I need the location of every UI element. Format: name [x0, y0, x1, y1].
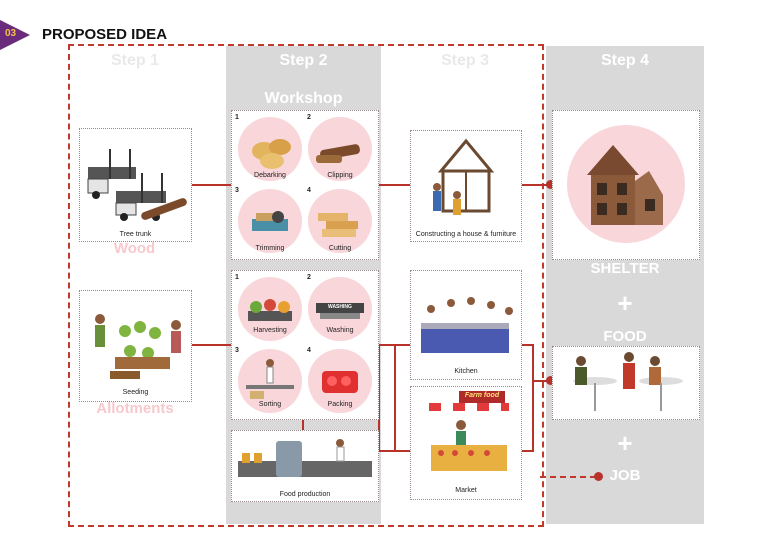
house-construction-icon — [433, 138, 495, 215]
step4-title: Step 4 — [600, 52, 649, 69]
connector-dot-food — [546, 376, 555, 385]
kitchen-label: Kitchen — [454, 368, 478, 375]
connector-out-v — [532, 344, 534, 450]
harvesting-icon — [238, 277, 302, 341]
food-process-card: 1 Harvesting 2 WASHING Washing 3 Sorting… — [231, 270, 379, 420]
workshop-heading: Workshop — [264, 90, 343, 107]
connector-food-out — [532, 380, 550, 382]
job-label: JOB — [609, 467, 641, 484]
wood-process-card: 1 Debarking 2 Clipping 3 Trimming 4 Cutt… — [231, 110, 379, 260]
debarking-label: Debarking — [254, 172, 286, 179]
construct-label: Constructing a house & furniture — [415, 231, 517, 238]
food-factory-icon — [238, 439, 372, 477]
section-badge: 03 — [0, 20, 30, 50]
packing-label: Packing — [327, 401, 353, 408]
connector-food-1 — [190, 344, 232, 346]
shelter-card — [552, 110, 700, 260]
food-step-num-3: 3 — [235, 347, 239, 354]
kitchen-chefs-icon — [421, 291, 513, 353]
washing-machine-sign: WASHING — [328, 304, 352, 310]
market-card: Farm food Market — [410, 386, 522, 500]
shelter-label: SHELTER — [590, 260, 660, 277]
cutting-label: Cutting — [328, 245, 352, 252]
connector-wood-1 — [190, 184, 232, 186]
dining-people-icon — [573, 352, 683, 411]
food-step-num-1: 1 — [235, 274, 239, 281]
connector-dot-shelter — [546, 180, 555, 189]
connector-kitchen-out — [520, 344, 534, 346]
connector-food-v1 — [302, 418, 304, 432]
food-card — [552, 346, 700, 420]
page-title: PROPOSED IDEA — [42, 26, 168, 43]
connector-wood-3 — [520, 184, 550, 186]
connector-dot-job — [594, 472, 603, 481]
tree-trunk-card: Tree trunk — [79, 128, 192, 242]
step-num-3: 3 — [235, 187, 239, 194]
washing-label: Washing — [326, 327, 354, 334]
market-label: Market — [455, 487, 477, 494]
step-num-1: 1 — [235, 114, 239, 121]
harvesting-label: Harvesting — [253, 327, 287, 334]
trimming-icon — [238, 189, 302, 253]
house-icon — [567, 125, 685, 243]
seeding-label: Seeding — [122, 389, 149, 396]
clipping-label: Clipping — [327, 172, 353, 179]
plus-sign-1: + — [617, 288, 633, 318]
seeding-card: Seeding — [79, 290, 192, 402]
packing-icon — [308, 349, 372, 413]
plus-sign-2: + — [617, 428, 633, 458]
proposal-frame — [68, 44, 544, 527]
tree-trunk-label: Tree trunk — [119, 231, 152, 238]
market-stall-icon — [429, 391, 509, 471]
step1-title: Step 1 — [110, 52, 159, 69]
washing-icon: WASHING — [308, 277, 372, 341]
section-number: 03 — [5, 28, 17, 39]
food-step-num-2: 2 — [307, 274, 311, 281]
food-production-label: Food production — [279, 491, 331, 498]
food-step-num-4: 4 — [307, 347, 311, 354]
log-trucks-icon — [87, 149, 187, 221]
food-label: FOOD — [603, 328, 647, 345]
step-num-2: 2 — [307, 114, 311, 121]
step-num-4: 4 — [307, 187, 311, 194]
kitchen-card: Kitchen — [410, 270, 522, 380]
sorting-label: Sorting — [258, 401, 282, 408]
allotments-label: Allotments — [96, 400, 174, 417]
step2-title: Step 2 — [279, 52, 328, 69]
wood-label: Wood — [113, 240, 156, 257]
sorting-icon — [238, 349, 302, 413]
debarking-icon — [238, 117, 302, 181]
cutting-icon — [308, 189, 372, 253]
gardeners-icon — [95, 314, 181, 379]
farm-food-sign: Farm food — [464, 392, 500, 399]
connector-market-out — [520, 450, 534, 452]
connector-food-v3 — [394, 344, 396, 450]
connector-food-3 — [378, 450, 410, 452]
clipping-icon — [308, 117, 372, 181]
construct-card: Constructing a house & furniture — [410, 130, 522, 242]
connector-job-dashed — [540, 476, 596, 478]
trimming-label: Trimming — [255, 245, 285, 252]
food-production-card: Food production — [231, 430, 379, 502]
step3-title: Step 3 — [440, 52, 489, 69]
connector-food-v2 — [378, 344, 380, 450]
connector-wood-2 — [378, 184, 410, 186]
